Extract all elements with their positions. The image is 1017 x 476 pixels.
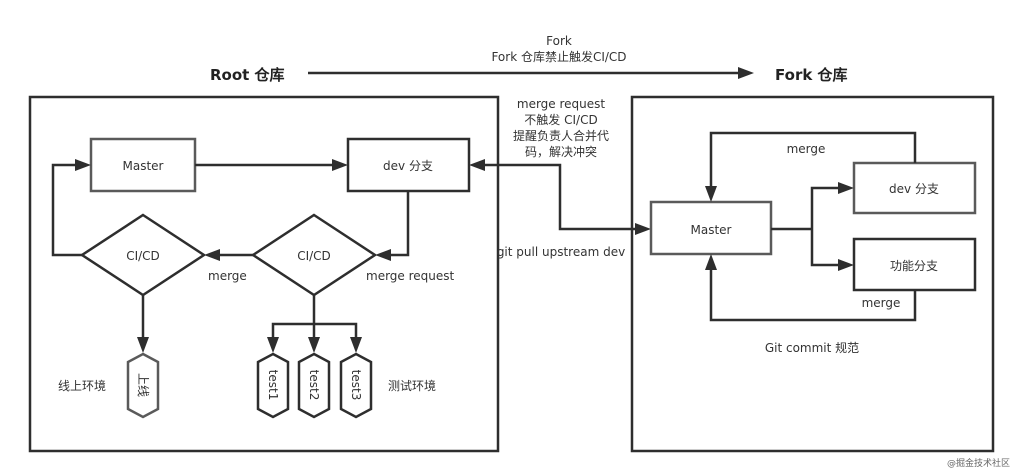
online-node bbox=[126, 352, 160, 419]
fork-repo-title: Fork 仓库 bbox=[775, 66, 848, 84]
feature-merge-line bbox=[709, 266, 917, 322]
root-master-box bbox=[89, 137, 197, 193]
arrow-into-root-dev bbox=[469, 159, 485, 171]
git-pull-upstream-label: git pull upstream dev bbox=[497, 245, 625, 259]
master-to-branches-line bbox=[810, 186, 842, 267]
to-fork-dev-arrow bbox=[838, 182, 854, 194]
cicd-prod-label: CI/CD bbox=[126, 249, 160, 263]
master-to-dev-arrow bbox=[332, 159, 348, 171]
merge-bottom-label: merge bbox=[862, 296, 901, 310]
root-repo-container bbox=[28, 95, 500, 453]
test-env-label: 测试环境 bbox=[388, 378, 436, 393]
online-node-label: 上线 bbox=[136, 373, 150, 397]
root-master-label: Master bbox=[123, 159, 164, 173]
test3-node bbox=[339, 352, 373, 419]
fork-master-label: Master bbox=[691, 223, 732, 237]
fork-arrow-label-1: Fork bbox=[546, 34, 572, 48]
fork-feature-branch-label: 功能分支 bbox=[890, 259, 938, 273]
to-test3-arrow bbox=[350, 337, 362, 353]
cicd-to-master-arrow bbox=[75, 159, 91, 171]
test3-label: test3 bbox=[349, 370, 363, 401]
watermark: @掘金技术社区 bbox=[947, 457, 1010, 469]
dev-merge-line bbox=[709, 131, 917, 190]
cicd-to-master-line bbox=[51, 163, 82, 257]
merge-request-note-4: 码，解决冲突 bbox=[525, 144, 597, 159]
test2-node bbox=[297, 352, 331, 419]
fork-dev-branch-label: dev 分支 bbox=[889, 182, 939, 196]
to-test1-arrow bbox=[267, 337, 279, 353]
fork-repo-container bbox=[630, 95, 995, 453]
merge-request-note-3: 提醒负责人合并代 bbox=[513, 128, 609, 143]
fork-arrow-head bbox=[738, 67, 754, 79]
cicd-test-label: CI/CD bbox=[297, 249, 331, 263]
merge-request-note-2: 不触发 CI/CD bbox=[524, 112, 597, 127]
merge-request-note-1: merge request bbox=[517, 97, 606, 111]
dev-to-cicd-arrow bbox=[375, 249, 391, 261]
fork-master-box bbox=[649, 200, 773, 256]
dev-to-cicd-line bbox=[387, 191, 410, 257]
commit-rule-label: Git commit 规范 bbox=[765, 340, 859, 355]
test1-node bbox=[256, 352, 290, 419]
cicd-to-online-arrow bbox=[137, 337, 149, 353]
merge-arrow bbox=[204, 249, 220, 261]
fork-feature-branch-box bbox=[852, 237, 977, 292]
test-branch-line bbox=[271, 322, 358, 341]
online-env-label: 线上环境 bbox=[58, 378, 106, 393]
arrow-into-fork-master bbox=[635, 223, 651, 235]
merge-label: merge bbox=[208, 269, 247, 283]
merge-request-label: merge request bbox=[366, 269, 455, 283]
dev-merge-arrow bbox=[705, 186, 717, 202]
root-repo-title: Root 仓库 bbox=[210, 66, 285, 84]
merge-top-label: merge bbox=[787, 142, 826, 156]
root-dev-branch-label: dev 分支 bbox=[383, 159, 433, 173]
test2-label: test2 bbox=[307, 370, 321, 401]
cross-repo-connector bbox=[482, 163, 638, 231]
feature-merge-arrow bbox=[705, 254, 717, 270]
fork-arrow-label-2: Fork 仓库禁止触发CI/CD bbox=[491, 49, 626, 64]
to-feature-arrow bbox=[838, 259, 854, 271]
test1-label: test1 bbox=[266, 370, 280, 401]
to-test2-arrow bbox=[308, 337, 320, 353]
